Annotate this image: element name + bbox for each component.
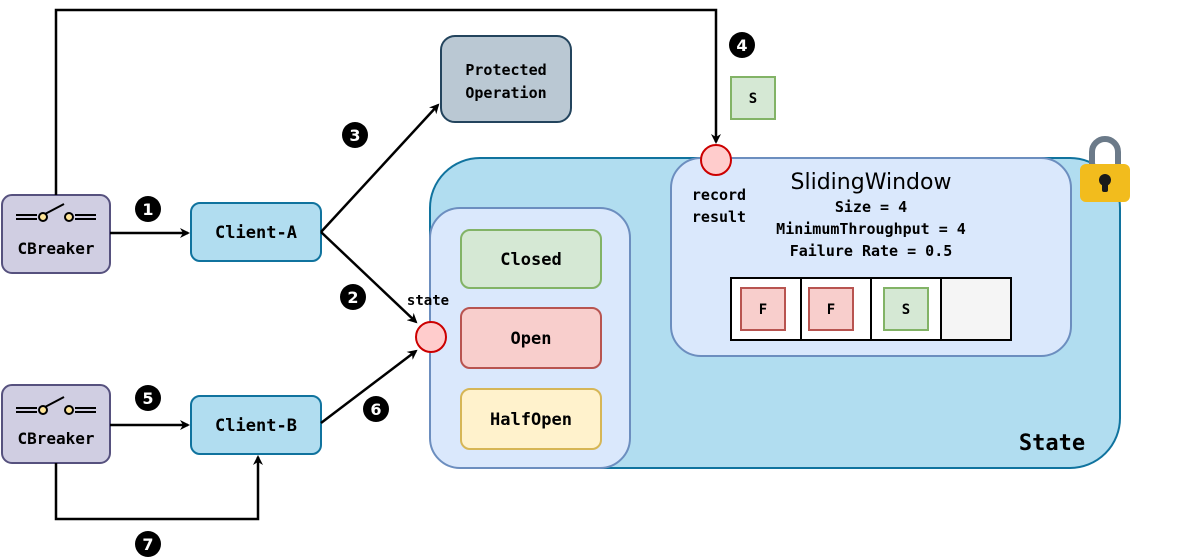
svg-text:3: 3	[349, 126, 360, 145]
client-a-label: Client-A	[215, 223, 297, 243]
record-port-label-line2: result	[692, 208, 746, 226]
window-slot-4	[940, 277, 1012, 341]
sliding-window-slots: F F S	[730, 277, 1012, 341]
switch-icon	[16, 396, 96, 415]
window-slot-3	[883, 287, 929, 331]
step-badge-7: 7	[135, 531, 161, 557]
svg-text:5: 5	[142, 389, 153, 408]
record-port-label-line1: record	[692, 186, 746, 204]
step-badge-4: 4	[729, 32, 755, 58]
sliding-window-min-throughput: MinimumThroughput = 4	[776, 220, 966, 238]
state-open-label: Open	[511, 329, 552, 349]
step-badge-6: 6	[363, 396, 389, 422]
edge-client-a-to-protected	[320, 103, 440, 233]
lock-icon	[1080, 136, 1130, 202]
cbreaker-a-label: CBreaker	[17, 239, 94, 258]
sliding-window-title: SlidingWindow	[791, 170, 952, 195]
sliding-window-size: Size = 4	[835, 198, 907, 216]
step-badge-1: 1	[135, 196, 161, 222]
svg-text:7: 7	[142, 535, 153, 554]
state-closed-label: Closed	[500, 250, 561, 270]
window-slot-2-label: F	[827, 302, 835, 318]
cbreaker-b-node: CBreaker	[1, 384, 111, 464]
state-open: Open	[460, 307, 602, 369]
state-port-label: state	[407, 293, 449, 309]
step-badge-5: 5	[135, 385, 161, 411]
step-badge-3: 3	[342, 122, 368, 148]
protected-operation-label-line2: Operation	[465, 84, 546, 102]
incoming-result-label: S	[749, 91, 757, 107]
sliding-window-failure-rate: Failure Rate = 0.5	[790, 242, 953, 260]
window-slot-3-label: S	[902, 302, 910, 318]
cbreaker-b-label: CBreaker	[17, 429, 94, 448]
window-slot-1	[740, 287, 786, 331]
state-closed: Closed	[460, 229, 602, 289]
edge-cbreaker-b-to-client-b-loop	[54, 455, 263, 521]
svg-text:6: 6	[370, 400, 381, 419]
state-halfopen-label: HalfOpen	[490, 410, 572, 430]
step-badge-2: 2	[340, 284, 366, 310]
edge-cbreaker-a-to-record	[54, 8, 721, 195]
state-port	[415, 321, 447, 353]
record-result-port	[700, 144, 732, 176]
protected-operation-label-line1: Protected	[465, 61, 546, 79]
window-slot-1-label: F	[759, 302, 767, 318]
cbreaker-a-node: CBreaker	[1, 194, 111, 274]
edge-client-b-to-state	[320, 349, 418, 424]
svg-text:4: 4	[736, 36, 747, 55]
svg-text:1: 1	[142, 200, 153, 219]
state-halfopen: HalfOpen	[460, 388, 602, 450]
protected-operation-node	[440, 35, 572, 123]
client-b-node	[190, 395, 322, 455]
svg-text:2: 2	[347, 288, 358, 307]
client-b-label: Client-B	[215, 416, 297, 436]
edge-client-a-to-state	[320, 231, 418, 324]
incoming-result-box	[730, 76, 776, 120]
switch-icon	[16, 203, 96, 222]
state-container-label: State	[1019, 431, 1085, 456]
window-slot-2	[808, 287, 854, 331]
